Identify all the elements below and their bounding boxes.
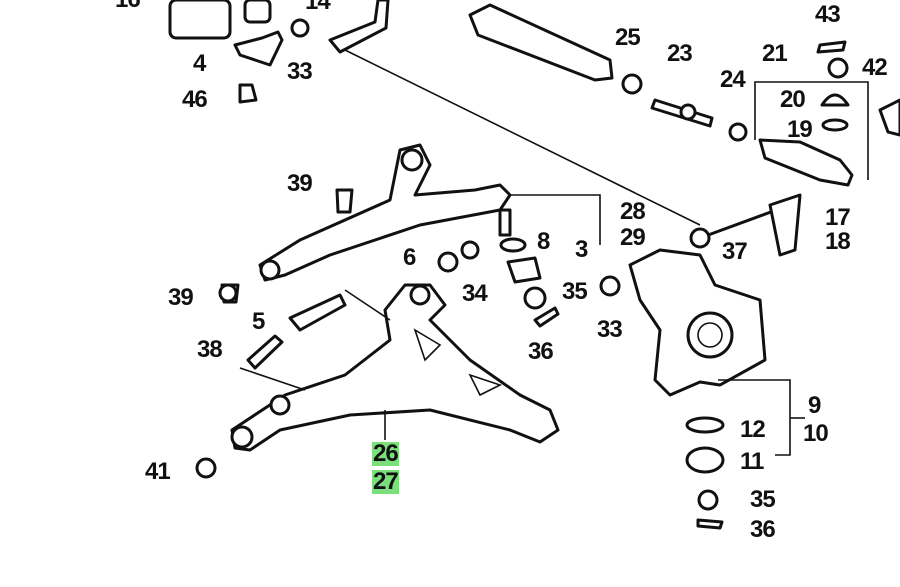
callout-26-highlighted: 26 <box>372 440 399 467</box>
callout-43: 43 <box>815 1 841 28</box>
callout-3: 3 <box>575 236 588 263</box>
callout-8: 8 <box>537 228 550 255</box>
callout-36-bottom: 36 <box>750 516 776 543</box>
callout-33-knuckle: 33 <box>597 316 623 343</box>
callout-39: 39 <box>287 170 313 197</box>
callout-35-bottom: 35 <box>750 486 776 513</box>
callout-28: 28 <box>620 198 646 225</box>
callout-11: 11 <box>740 448 764 475</box>
callout-20: 20 <box>780 86 806 113</box>
callout-4: 4 <box>193 50 206 77</box>
callout-39-lower: 39 <box>168 284 194 311</box>
callout-21: 21 <box>762 40 788 67</box>
callout-19: 19 <box>787 116 813 143</box>
callout-35: 35 <box>562 278 588 305</box>
callout-41: 41 <box>145 458 171 485</box>
callout-16: 16 <box>115 0 141 12</box>
callout-37: 37 <box>722 238 748 265</box>
trailing-arm <box>468 3 614 82</box>
callout-24: 24 <box>720 66 746 93</box>
callout-23: 23 <box>667 40 693 67</box>
callout-33: 33 <box>287 58 313 85</box>
callout-6: 6 <box>403 244 416 271</box>
callout-29: 29 <box>620 224 646 251</box>
bracket-parts <box>168 0 310 104</box>
callout-17: 17 <box>825 204 851 231</box>
callout-25: 25 <box>615 24 641 51</box>
callout-42: 42 <box>862 54 888 81</box>
upper-control-arm <box>258 143 512 282</box>
lower-control-arm <box>230 283 560 452</box>
callout-38: 38 <box>197 336 223 363</box>
callout-10: 10 <box>803 420 829 447</box>
callout-34: 34 <box>462 280 488 307</box>
stabilizer-bar <box>328 0 390 54</box>
callout-5: 5 <box>252 308 265 335</box>
callout-27-highlighted: 27 <box>372 468 399 495</box>
callout-9: 9 <box>808 392 821 419</box>
callout-14: 14 <box>305 0 331 15</box>
callout-36: 36 <box>528 338 554 365</box>
callout-18: 18 <box>825 228 851 255</box>
upper-arm <box>758 138 854 187</box>
callout-46: 46 <box>182 86 208 113</box>
callout-12: 12 <box>740 416 766 443</box>
